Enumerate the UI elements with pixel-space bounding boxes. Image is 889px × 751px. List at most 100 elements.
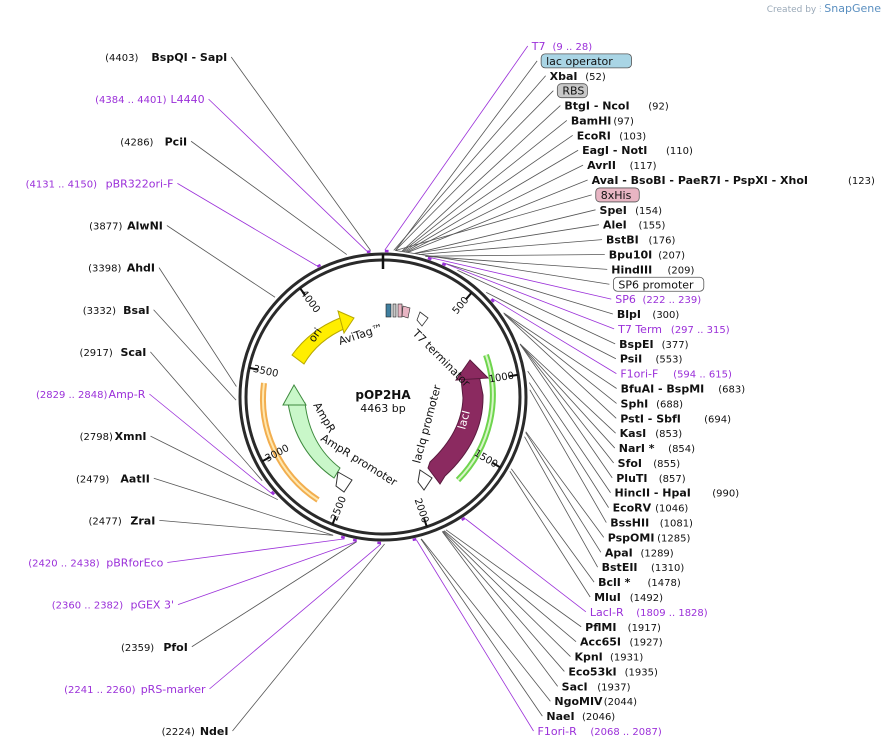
psti-sbfi-label[interactable]: PstI - SbfI(694)	[620, 412, 731, 425]
pcii-label[interactable]: PciI(4286)	[120, 135, 187, 148]
aatii-label[interactable]: AatII(2479)	[76, 472, 150, 485]
eagi-noti-label[interactable]: EagI - NotI(110)	[582, 144, 693, 157]
amp-r-label[interactable]: Amp-R(2829 .. 2848)	[36, 388, 146, 401]
avai-bsobi-paer7i-pspxi-xhoi-label[interactable]: AvaI - BsoBI - PaeR7I - PspXI - XhoI(123…	[592, 174, 875, 187]
bpu10i-label[interactable]: Bpu10I(207)	[609, 248, 685, 261]
lacI-feature[interactable]	[427, 374, 484, 485]
psii-label[interactable]: PsiI(553)	[620, 353, 683, 366]
bcli-label[interactable]: BclI *(1478)	[598, 576, 681, 589]
avrii-label[interactable]: AvrII(117)	[587, 159, 656, 172]
bsshii-label[interactable]: BssHII(1081)	[610, 517, 693, 530]
btgi-ncoi-label[interactable]: BtgI - NcoI(92)	[564, 100, 669, 113]
xmni-label[interactable]: XmnI(2798)	[80, 430, 147, 443]
8xhis-label[interactable]: 8xHis	[595, 187, 640, 203]
pbrforeco-label[interactable]: pBRforEco(2420 .. 2438)	[28, 557, 163, 570]
mlui-label[interactable]: MluI(1492)	[594, 591, 663, 604]
blpi-label[interactable]: BlpI(300)	[617, 308, 680, 321]
bspqi-sapi-label[interactable]: BspQI - SapI(4403)	[105, 51, 227, 64]
ngomiv-label[interactable]: NgoMIV(2044)	[554, 695, 637, 708]
ndei-label[interactable]: NdeI(2224)	[162, 725, 229, 738]
scai-label[interactable]: ScaI(2917)	[80, 346, 147, 359]
feature-box	[556, 83, 588, 99]
pfoi-label[interactable]: PfoI(2359)	[121, 641, 188, 654]
site-name: NaeI	[546, 710, 574, 723]
tick-label: 3500	[252, 364, 279, 380]
kpni-label[interactable]: KpnI(1931)	[574, 651, 643, 664]
ecorv-label[interactable]: EcoRV(1046)	[613, 502, 689, 515]
leader-line	[150, 435, 278, 501]
saci-label[interactable]: SacI(1937)	[562, 680, 631, 693]
f1ori-f-label[interactable]: F1ori-F(594 .. 615)	[620, 368, 732, 381]
site-name: BstBI	[606, 234, 639, 247]
leader-line	[406, 164, 584, 253]
leader-line	[149, 393, 274, 496]
t7-label[interactable]: T7(9 .. 28)	[531, 40, 593, 53]
spei-label[interactable]: SpeI(154)	[600, 204, 663, 217]
ecori-label[interactable]: EcoRI(103)	[577, 129, 646, 142]
site-position: (1935)	[625, 667, 658, 678]
hindiii-label[interactable]: HindIII(209)	[611, 263, 694, 276]
site-position: (92)	[648, 102, 669, 113]
pflmi-label[interactable]: PflMI(1917)	[585, 621, 661, 634]
leader-line	[425, 254, 605, 257]
site-position: (4403)	[105, 53, 138, 64]
leader-line	[408, 179, 588, 253]
alei-label[interactable]: AleI(155)	[603, 219, 666, 232]
site-position: (1285)	[657, 533, 690, 544]
feature-box-label: 8xHis	[601, 189, 632, 202]
bspei-label[interactable]: BspEI(377)	[619, 338, 688, 351]
tick-marks	[248, 254, 519, 528]
pgex-3-label[interactable]: pGEX 3'(2360 .. 2382)	[52, 599, 174, 612]
apai-label[interactable]: ApaI(1289)	[605, 546, 674, 559]
naei-label[interactable]: NaeI (2046)	[546, 710, 615, 723]
tick-label: 500	[451, 295, 472, 317]
rbs-label[interactable]: RBS	[556, 83, 588, 99]
site-marks	[270, 249, 495, 545]
leader-line	[395, 90, 554, 251]
ampr-feature[interactable]	[287, 402, 341, 479]
bsteii-label[interactable]: BstEII(1310)	[602, 561, 685, 574]
sphi-label[interactable]: SphI(688)	[621, 397, 684, 410]
pluti-label[interactable]: PluTI(857)	[616, 472, 685, 485]
nari-label[interactable]: NarI *(854)	[619, 442, 695, 455]
xbai-label[interactable]: XbaI(52)	[550, 70, 606, 83]
acc65i-label[interactable]: Acc65I(1927)	[580, 636, 663, 649]
lac-operator-label[interactable]: lac operator	[540, 53, 632, 69]
f1ori-r-label[interactable]: F1ori-R(2068 .. 2087)	[538, 725, 662, 738]
zrai-label[interactable]: ZraI(2477)	[88, 514, 155, 527]
site-position: (1927)	[629, 638, 662, 649]
ahdi-label[interactable]: AhdI(3398)	[88, 262, 155, 275]
l4440-label[interactable]: L4440(4384 .. 4401)	[95, 93, 204, 106]
lacI-arrowhead	[454, 359, 490, 381]
snapgene-credit: Created by ⫶ SnapGene	[767, 2, 881, 15]
bfuai-bspmi-label[interactable]: BfuAI - BspMI(683)	[621, 383, 746, 396]
sfoi-label[interactable]: SfoI(855)	[618, 457, 681, 470]
laci-r-label[interactable]: LacI-R(1809 .. 1828)	[590, 606, 708, 619]
pspomi-label[interactable]: PspOMI(1285)	[608, 531, 691, 544]
leader-line	[395, 60, 538, 251]
laciq-promoter-arrow[interactable]	[417, 469, 433, 491]
avitag-mark	[401, 305, 411, 319]
site-name: MluI	[594, 591, 621, 604]
hincii-hpai-label[interactable]: HincII - HpaI(990)	[615, 487, 740, 500]
sp6-promoter-label[interactable]: SP6 promoter	[612, 276, 705, 292]
ampr-promoter-arrow[interactable]	[335, 471, 353, 493]
sp6-label[interactable]: SP6(222 .. 239)	[615, 293, 701, 306]
site-position: (117)	[630, 161, 657, 172]
kasi-label[interactable]: KasI(853)	[620, 427, 683, 440]
bamhi-label[interactable]: BamHI(97)	[571, 114, 634, 127]
alwni-label[interactable]: AlwNI(3877)	[89, 220, 163, 233]
bstbi-label[interactable]: BstBI(176)	[606, 234, 675, 247]
site-name: BlpI	[617, 308, 641, 321]
prs-marker-label[interactable]: pRS-marker(2241 .. 2260)	[64, 683, 206, 696]
bsai-label[interactable]: BsaI(3332)	[83, 304, 150, 317]
pbr322ori-f-label[interactable]: pBR322ori-F(4131 .. 4150)	[26, 177, 174, 190]
eco53ki-label[interactable]: Eco53kI(1935)	[568, 665, 658, 678]
site-position: (2046)	[582, 712, 615, 723]
site-position: (3877)	[89, 222, 122, 233]
t7-term-label[interactable]: T7 Term(297 .. 315)	[617, 323, 730, 336]
left-label-list: BspQI - SapI(4403) L4440(4384 .. 4401) Pci…	[26, 51, 229, 738]
site-position: (2359)	[121, 643, 154, 654]
site-position: (222 .. 239)	[642, 295, 701, 306]
